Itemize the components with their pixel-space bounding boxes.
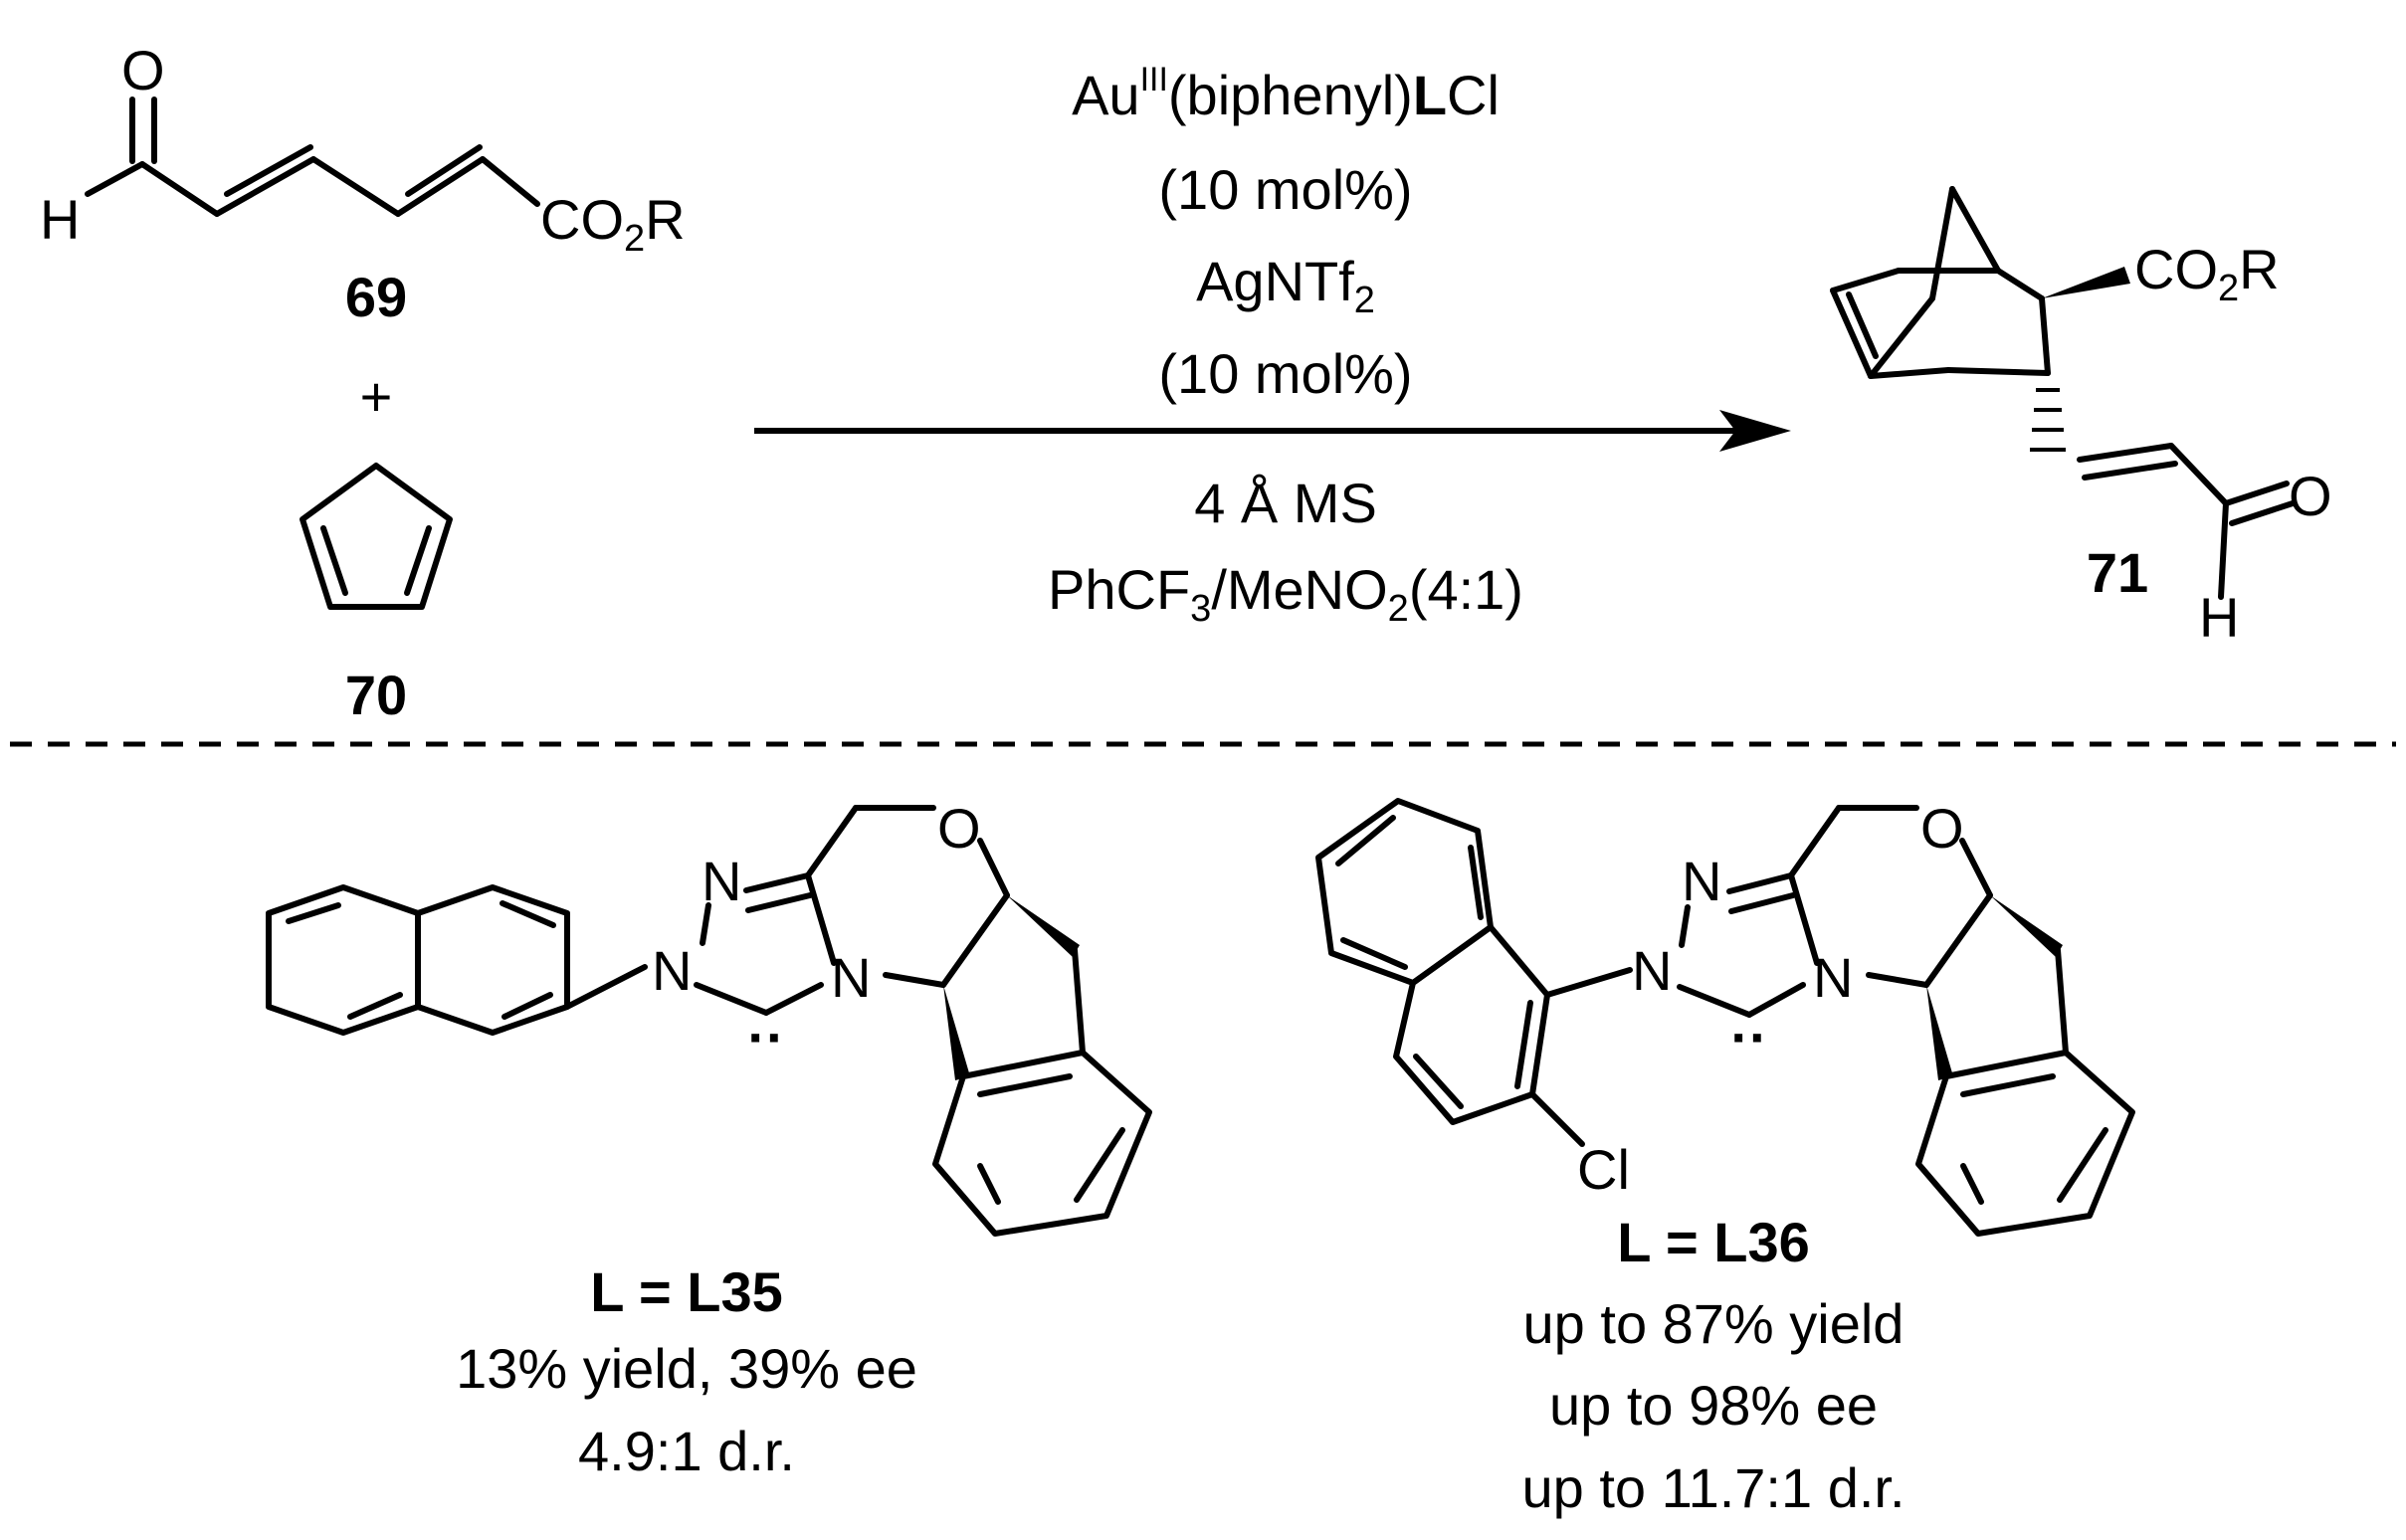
ligand-l35-n2: N xyxy=(702,850,741,912)
reactant-69-oxygen: O xyxy=(121,39,165,101)
condition-catalyst: AuIII(biphenyl)LCl xyxy=(1072,61,1500,126)
condition-catalyst-loading: (10 mol%) xyxy=(1158,158,1412,221)
product-71-label: 71 xyxy=(2087,541,2148,604)
ligand-l35-oxygen: O xyxy=(937,797,981,860)
plus-sign: + xyxy=(360,365,393,428)
ligand-l35-n4: N xyxy=(831,946,871,1009)
ligand-l36-n1: N xyxy=(1632,939,1672,1002)
reactant-69-label: 69 xyxy=(345,266,407,328)
ligand-l36-result-2: up to 98% ee xyxy=(1549,1374,1878,1437)
ligand-l35-name: L = L35 xyxy=(590,1260,783,1323)
ligand-l35-n1: N xyxy=(652,939,692,1002)
reactant-69-ester: CO2R xyxy=(540,188,686,260)
condition-solvent: PhCF3/MeNO2(4:1) xyxy=(1048,558,1523,630)
ligand-l35-result-1: 13% yield, 39% ee xyxy=(456,1337,917,1400)
reaction-arrow xyxy=(754,410,1791,452)
ligand-l35-structure xyxy=(266,805,1152,1237)
ligand-l36-name: L = L36 xyxy=(1617,1211,1810,1273)
ligand-l36-structure xyxy=(1315,798,2135,1237)
reactant-69-structure xyxy=(85,96,540,217)
condition-additive-loading: (10 mol%) xyxy=(1158,342,1412,405)
product-71-hydrogen: H xyxy=(2199,586,2239,649)
ligand-l36-result-1: up to 87% yield xyxy=(1523,1292,1905,1355)
reactant-69-hydrogen: H xyxy=(40,188,80,251)
ligand-l35-carbene: ·· xyxy=(747,1006,784,1068)
product-71-structure xyxy=(1830,186,2296,600)
ligand-l35-result-2: 4.9:1 d.r. xyxy=(578,1420,795,1482)
condition-sieves: 4 Å MS xyxy=(1194,472,1377,534)
reactant-70-structure xyxy=(300,463,453,610)
ligand-l36-chlorine: Cl xyxy=(1577,1138,1630,1201)
reactant-70-label: 70 xyxy=(345,664,407,726)
ligand-l36-oxygen: O xyxy=(1920,797,1964,860)
condition-additive: AgNTf2 xyxy=(1196,250,1375,321)
ligand-l36-carbene: ·· xyxy=(1730,1006,1767,1068)
ligand-l36-n2: N xyxy=(1682,850,1721,912)
product-71-oxygen: O xyxy=(2289,465,2332,527)
ligand-l36-result-3: up to 11.7:1 d.r. xyxy=(1521,1456,1905,1519)
product-71-ester: CO2R xyxy=(2134,238,2280,309)
ligand-l36-n4: N xyxy=(1813,946,1853,1009)
